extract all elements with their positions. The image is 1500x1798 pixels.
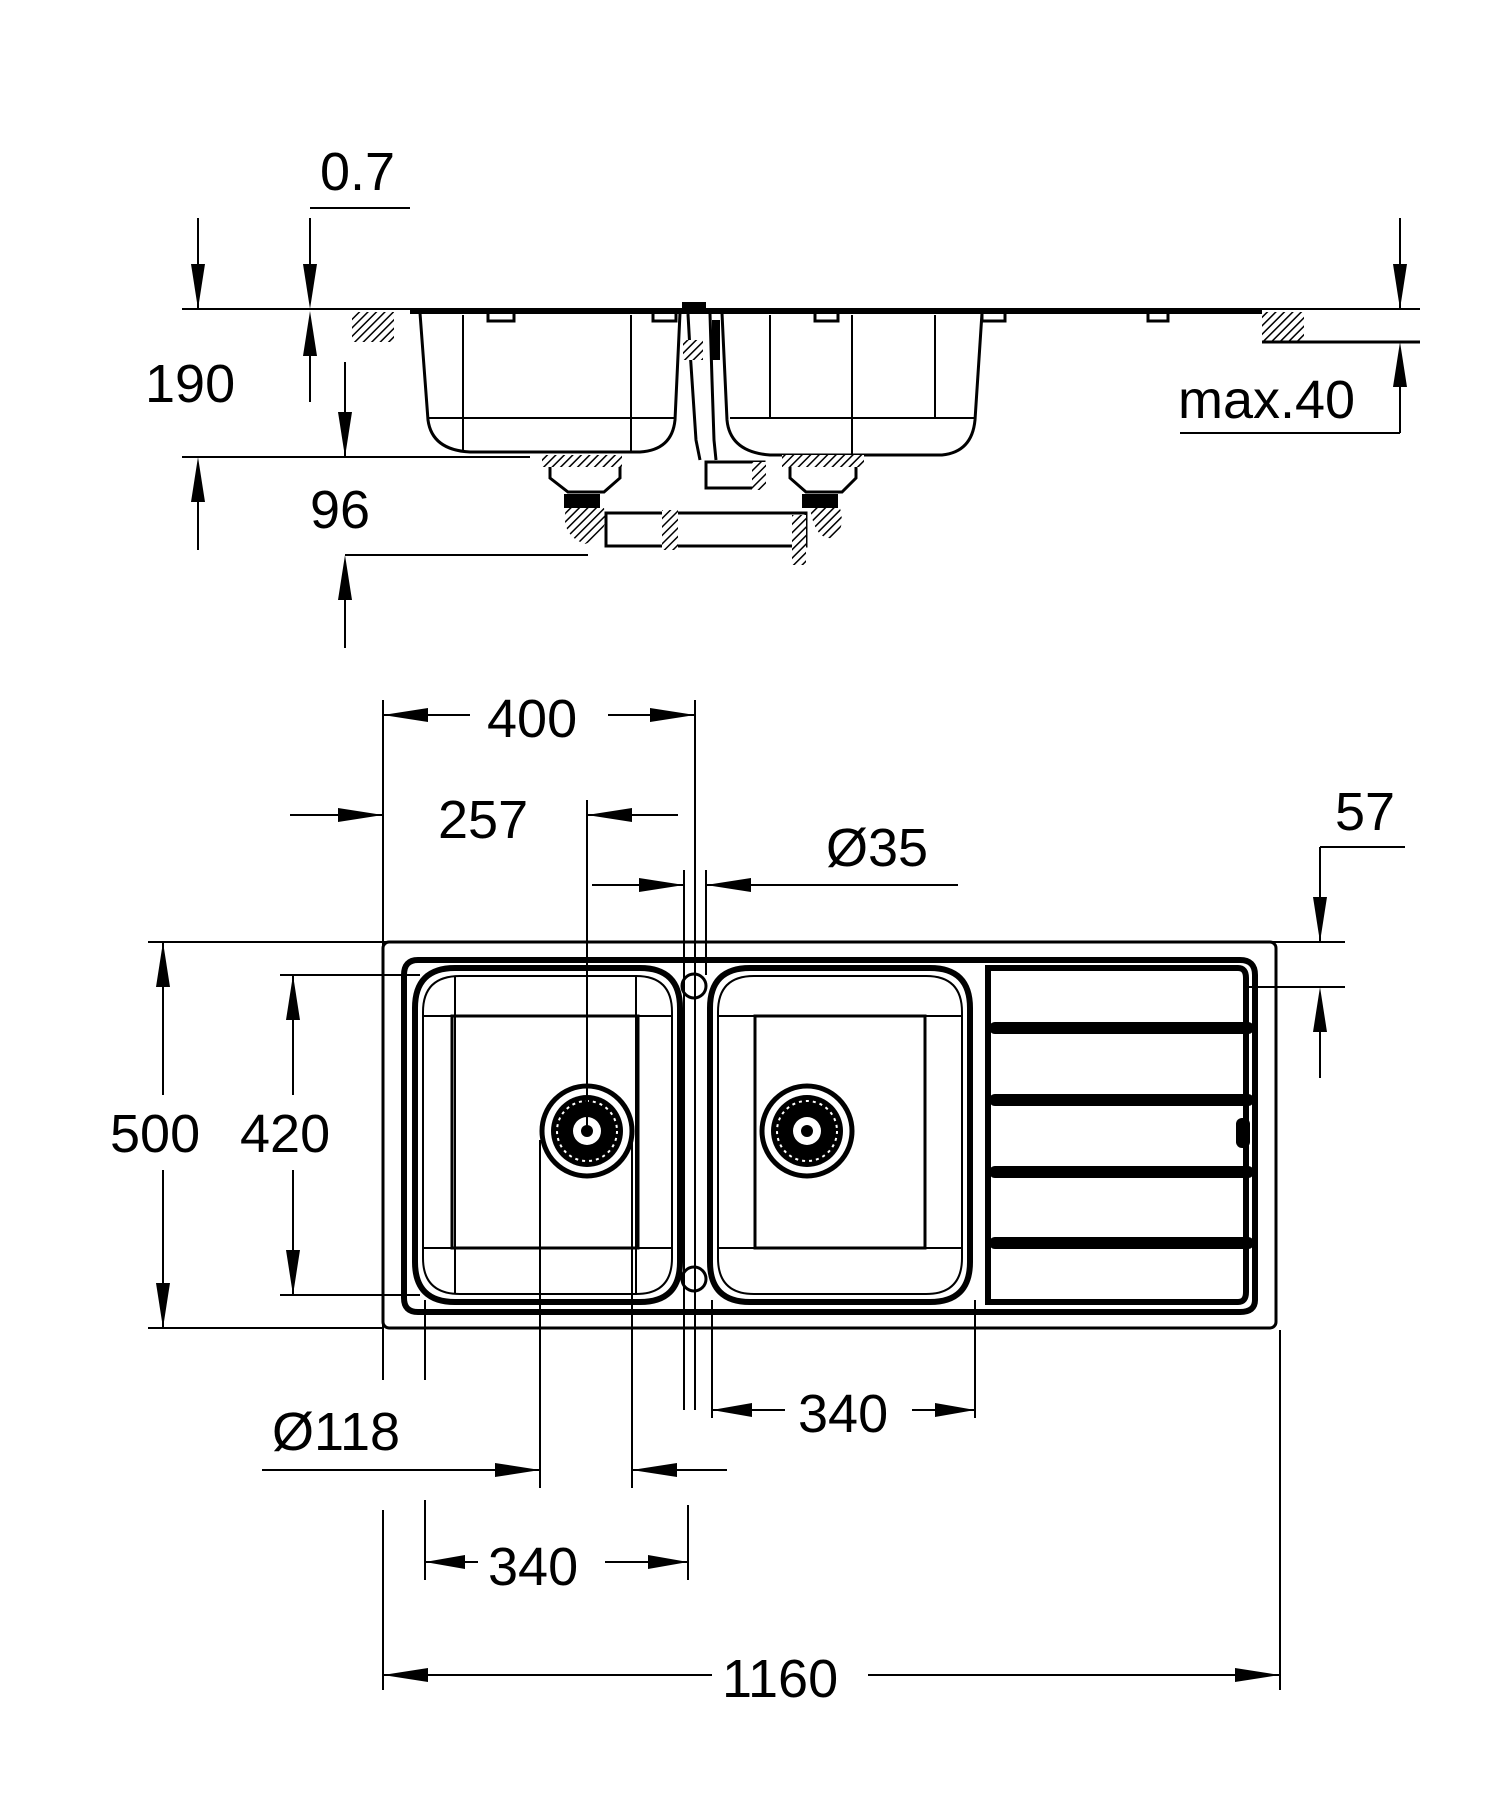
worktop-section-left	[352, 312, 394, 342]
arrow-icon	[650, 708, 695, 722]
left-waste-nut	[564, 494, 600, 508]
arrow-icon	[495, 1463, 540, 1477]
dim-waste-diameter: Ø118	[272, 1402, 400, 1462]
arrow-icon	[1393, 342, 1407, 387]
dim-left-bowl-width: 340	[488, 1537, 578, 1597]
dim-waste-offset: 257	[438, 790, 528, 850]
right-waste-flange	[782, 455, 864, 467]
mounting-clip	[980, 313, 1007, 323]
dim-worktop-thickness: max.40	[1178, 370, 1355, 430]
arrow-icon	[156, 942, 170, 987]
arrow-icon	[648, 1555, 688, 1569]
arrow-icon	[303, 264, 317, 309]
left-trap-bend	[564, 508, 606, 544]
right-bowl-profile	[720, 312, 984, 457]
mounting-clip	[651, 313, 678, 323]
arrow-icon	[286, 1250, 300, 1295]
dim-sheet-thickness: 0.7	[320, 142, 395, 202]
overflow-pipe	[686, 313, 702, 461]
arrow-icon	[303, 311, 317, 356]
dim-overall-width: 1160	[722, 1649, 838, 1709]
right-trap-bend	[810, 508, 842, 539]
connecting-pipe	[604, 511, 808, 548]
sink-rim	[401, 957, 1258, 1315]
worktop-section-right	[1262, 312, 1304, 342]
right-waste-body	[788, 467, 858, 494]
mounting-clip	[486, 313, 516, 323]
overflow-fitting	[712, 320, 720, 360]
right-waste-nut	[802, 494, 838, 508]
pipe-coupling	[662, 510, 678, 550]
arrow-icon	[1393, 264, 1407, 309]
dim-bowl-depth: 190	[145, 354, 235, 414]
arrow-icon	[338, 555, 352, 600]
right-strainer-icon	[759, 1083, 855, 1179]
arrow-icon	[639, 878, 684, 892]
drainer-overflow-slot	[1236, 1118, 1250, 1148]
dim-tap-hole-diameter: Ø35	[826, 818, 928, 878]
arrow-icon	[587, 808, 632, 822]
arrow-icon	[425, 1555, 465, 1569]
dim-bowl-pitch: 400	[487, 689, 577, 749]
dim-overall-depth: 500	[110, 1104, 200, 1164]
dim-waste-depth: 96	[310, 480, 370, 540]
dim-bowl-depth-plan: 420	[240, 1104, 330, 1164]
overflow-connector-seal	[752, 462, 766, 490]
arrow-icon	[706, 878, 751, 892]
arrow-icon	[383, 1668, 428, 1682]
right-bowl-inner	[717, 975, 963, 1295]
dim-right-bowl-width: 340	[798, 1384, 888, 1444]
arrow-icon	[383, 708, 428, 722]
arrow-icon	[191, 264, 205, 309]
arrow-icon	[1235, 1668, 1280, 1682]
mounting-clip	[1146, 313, 1170, 323]
arrow-icon	[338, 412, 352, 457]
left-bowl	[412, 965, 683, 1305]
left-waste-body	[548, 467, 622, 494]
arrow-icon	[338, 808, 383, 822]
overflow-cap	[682, 302, 706, 312]
arrow-icon	[1313, 897, 1327, 942]
right-bowl	[707, 965, 973, 1305]
arrow-icon	[156, 1283, 170, 1328]
arrow-icon	[935, 1403, 975, 1417]
arrow-icon	[286, 975, 300, 1020]
overflow-fitting	[683, 340, 703, 360]
arrow-icon	[191, 457, 205, 502]
left-bowl-inner	[422, 975, 673, 1295]
top-view: 400 257 Ø35 57 500 420	[110, 689, 1405, 1709]
side-view: 0.7 190 96 max.40	[145, 142, 1420, 648]
overflow-pipe	[708, 313, 718, 461]
arrow-icon	[632, 1463, 677, 1477]
pipe-outlet	[792, 515, 806, 565]
left-strainer-icon	[539, 1083, 635, 1179]
dim-rim-offset: 57	[1335, 782, 1395, 842]
arrow-icon	[1313, 987, 1327, 1032]
arrow-icon	[712, 1403, 752, 1417]
left-bowl-profile	[418, 312, 682, 454]
mounting-clip	[813, 313, 840, 323]
left-waste-flange	[542, 455, 622, 467]
drainer	[985, 965, 1249, 1305]
